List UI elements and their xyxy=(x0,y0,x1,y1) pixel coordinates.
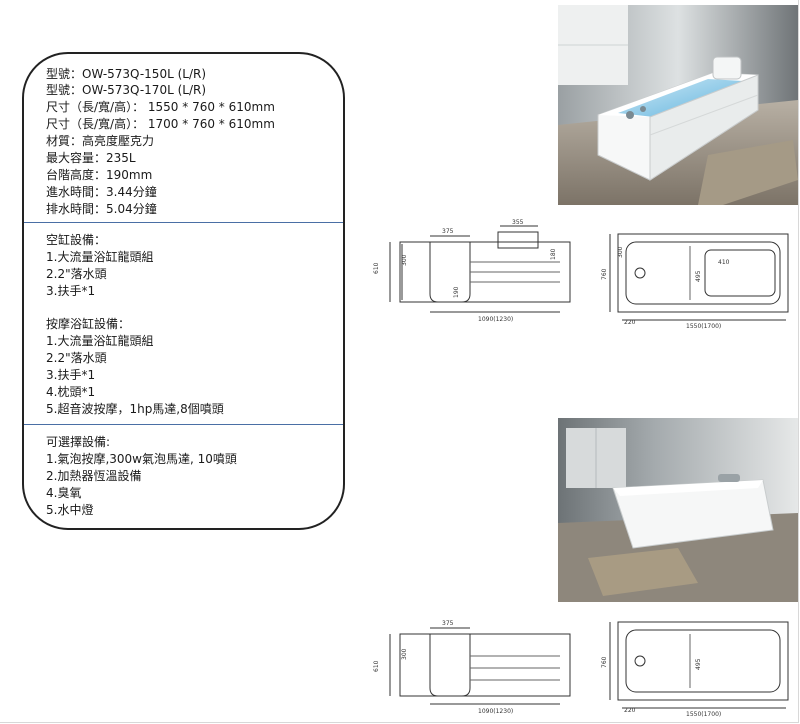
dim-length-top: 1550(1700) xyxy=(686,711,721,718)
size-1700: 尺寸（長/寬/高）： 1700 * 760 * 610mm xyxy=(46,117,275,131)
size-1550: 尺寸（長/寬/高）： 1550 * 760 * 610mm xyxy=(46,100,275,114)
list-item: 4.臭氧 xyxy=(46,486,82,500)
dim-495: 495 xyxy=(695,270,702,282)
model-170: 型號：OW-573Q-170L (L/R) xyxy=(46,83,207,97)
dim-190: 190 xyxy=(453,286,460,298)
technical-drawing-1: 375 355 610 190 300 180 1090(1230) 760 3… xyxy=(373,219,789,330)
dim-300: 300 xyxy=(401,254,408,266)
dim-355: 355 xyxy=(512,219,524,226)
dim-760: 760 xyxy=(601,656,608,668)
section-divider xyxy=(24,424,343,425)
dim-375: 375 xyxy=(442,228,454,235)
model-150: 型號：OW-573Q-150L (L/R) xyxy=(46,67,207,81)
drain-time: 排水時間：5.04分鐘 xyxy=(46,202,157,216)
list-item: 3.扶手*1 xyxy=(46,284,96,298)
list-item: 1.大流量浴缸龍頭組 xyxy=(46,334,154,348)
optional-heading: 可選擇設備: xyxy=(46,435,111,449)
list-item: 3.扶手*1 xyxy=(46,368,96,382)
spec-card: 型號：OW-573Q-150L (L/R) 型號：OW-573Q-170L (L… xyxy=(22,52,345,530)
technical-drawing-2: 375 610 300 1090(1230) 760 495 220 1550(… xyxy=(373,620,789,718)
bathtub-photo-massage xyxy=(558,5,798,205)
list-item: 1.氣泡按摩,300w氣泡馬達, 10噴頭 xyxy=(46,452,237,466)
dim-length-top: 1550(1700) xyxy=(686,323,721,330)
dim-760: 760 xyxy=(601,268,608,280)
massage-heading: 按摩浴缸設備： xyxy=(46,317,131,331)
dim-length-side: 1090(1230) xyxy=(478,708,513,715)
list-item: 5.超音波按摩，1hp馬達,8個噴頭 xyxy=(46,402,224,416)
dim-180: 180 xyxy=(550,248,557,260)
section-divider xyxy=(24,222,343,223)
list-item: 4.枕頭*1 xyxy=(46,385,96,399)
dim-610: 610 xyxy=(373,262,380,274)
list-item: 1.大流量浴缸龍頭組 xyxy=(46,250,154,264)
dim-495: 495 xyxy=(695,658,702,670)
bathtub-photo-empty xyxy=(558,418,798,602)
material: 材質：高亮度壓克力 xyxy=(46,134,155,148)
list-item: 2.加熱器恆溫設備 xyxy=(46,469,142,483)
list-item: 5.水中燈 xyxy=(46,503,94,517)
dim-610: 610 xyxy=(373,660,380,672)
dim-220: 220 xyxy=(624,707,636,714)
standard-heading: 空缸設備： xyxy=(46,233,107,247)
max-capacity: 最大容量：235L xyxy=(46,151,136,165)
dim-300-top: 300 xyxy=(617,246,624,258)
list-item: 2.2"落水頭 xyxy=(46,267,107,281)
fill-time: 進水時間：3.44分鐘 xyxy=(46,185,157,199)
dim-220: 220 xyxy=(624,319,636,326)
dim-300: 300 xyxy=(401,648,408,660)
dim-410: 410 xyxy=(718,259,730,266)
step-height: 台階高度：190mm xyxy=(46,168,153,182)
list-item: 2.2"落水頭 xyxy=(46,351,107,365)
dim-length-side: 1090(1230) xyxy=(478,316,513,323)
dim-375: 375 xyxy=(442,620,454,627)
